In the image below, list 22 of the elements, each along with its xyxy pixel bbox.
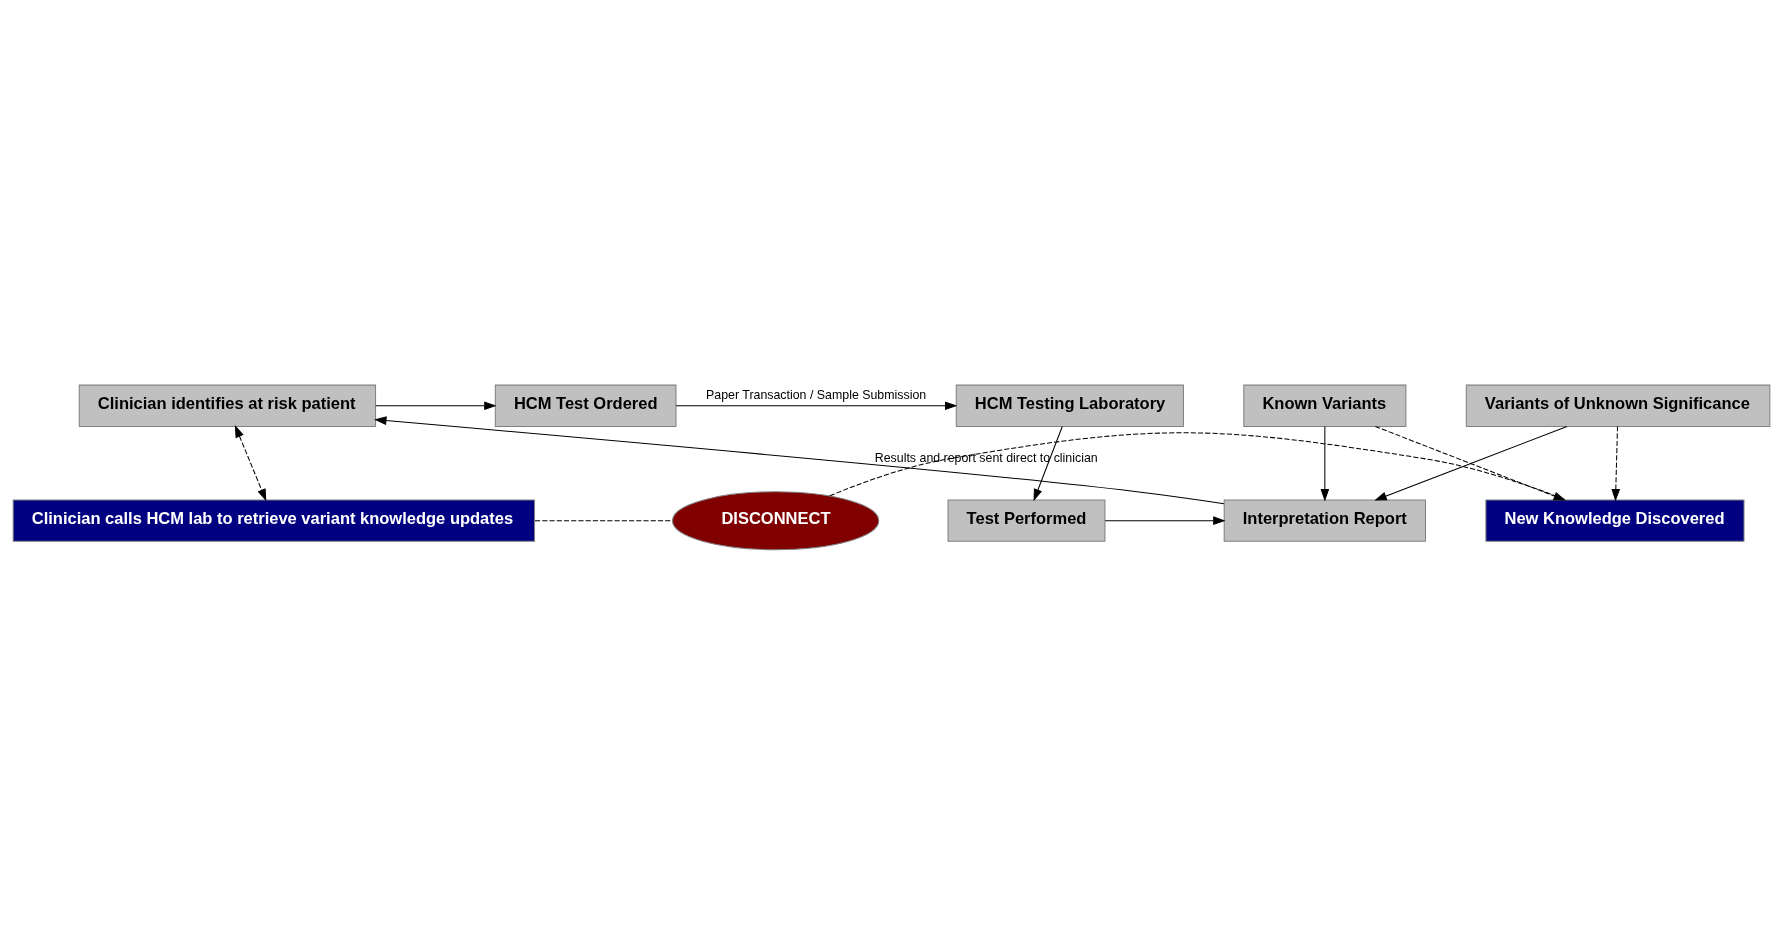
node-box: Clinician calls HCM lab to retrieve variant knowledge updates <box>12 499 536 542</box>
node-box: Known Variants <box>1243 384 1407 427</box>
arrow <box>374 415 1225 504</box>
node-box: HCM Test Ordered <box>494 384 677 427</box>
edge-label: Results and report sent direct to clinician <box>874 450 1098 465</box>
arrow <box>1320 425 1330 501</box>
arrow <box>675 400 958 410</box>
connector <box>534 519 673 521</box>
edge-label: Paper Transaction / Sample Submission <box>706 387 927 402</box>
connector <box>829 431 1567 500</box>
node-box: New Knowledge Discovered <box>1485 499 1745 542</box>
node-box: HCM Testing Laboratory <box>955 384 1184 427</box>
arrow <box>1033 425 1063 501</box>
arrow <box>1104 515 1226 525</box>
node-box: Test Performed <box>947 499 1106 542</box>
arrow <box>234 424 267 501</box>
node-box: Variants of Unknown Significance <box>1465 384 1771 427</box>
arrow <box>375 400 497 410</box>
node-box: Interpretation Report <box>1223 499 1427 542</box>
arrow <box>1611 425 1621 501</box>
node-box: Clinician identifies at risk patient <box>78 384 377 427</box>
node-ellipse: DISCONNECT <box>671 490 880 550</box>
